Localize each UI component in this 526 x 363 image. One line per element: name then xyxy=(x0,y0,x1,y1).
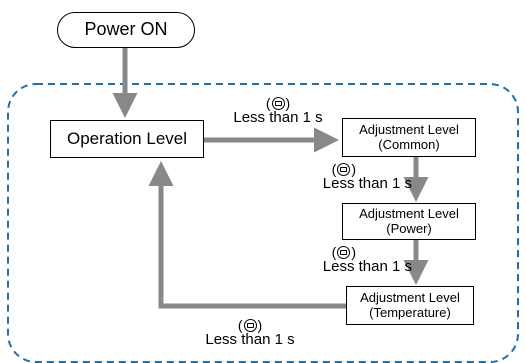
level-group-border xyxy=(7,83,519,363)
node-operation-level-label: Operation Level xyxy=(66,128,188,148)
node-adjustment-common-line1: Adjustment Level xyxy=(359,122,459,138)
transition-caption: () Less than 1 s xyxy=(190,318,310,348)
transition-caption: () Less than 1 s xyxy=(212,96,344,126)
level-key-icon: () xyxy=(331,244,356,260)
node-adjustment-temperature: Adjustment Level (Temperature) xyxy=(346,286,474,325)
arrow-temperature-to-operation xyxy=(148,161,346,309)
node-adjustment-power-line2: (Power) xyxy=(386,220,432,236)
node-adjustment-power-line1: Adjustment Level xyxy=(359,206,459,222)
node-adjustment-common-line2: (Common) xyxy=(378,136,440,152)
transition-label: Less than 1 s xyxy=(322,175,412,192)
level-key-icon: () xyxy=(237,317,263,333)
transition-label: Less than 1 s xyxy=(233,109,323,126)
node-adjustment-power: Adjustment Level (Power) xyxy=(342,203,476,240)
node-adjustment-temperature-line2: (Temperature) xyxy=(369,304,451,320)
level-key-icon: () xyxy=(331,161,356,177)
transition-label: Less than 1 s xyxy=(322,258,412,275)
transition-label: Less than 1 s xyxy=(205,331,295,348)
transition-caption: () Less than 1 s xyxy=(296,245,412,275)
transition-caption: () Less than 1 s xyxy=(296,162,412,192)
node-operation-level: Operation Level xyxy=(50,120,204,158)
node-power-on: Power ON xyxy=(57,12,195,48)
node-adjustment-temperature-line1: Adjustment Level xyxy=(360,290,460,306)
node-power-on-label: Power ON xyxy=(84,19,168,40)
level-key-icon: () xyxy=(265,95,291,111)
node-adjustment-common: Adjustment Level (Common) xyxy=(342,118,476,157)
